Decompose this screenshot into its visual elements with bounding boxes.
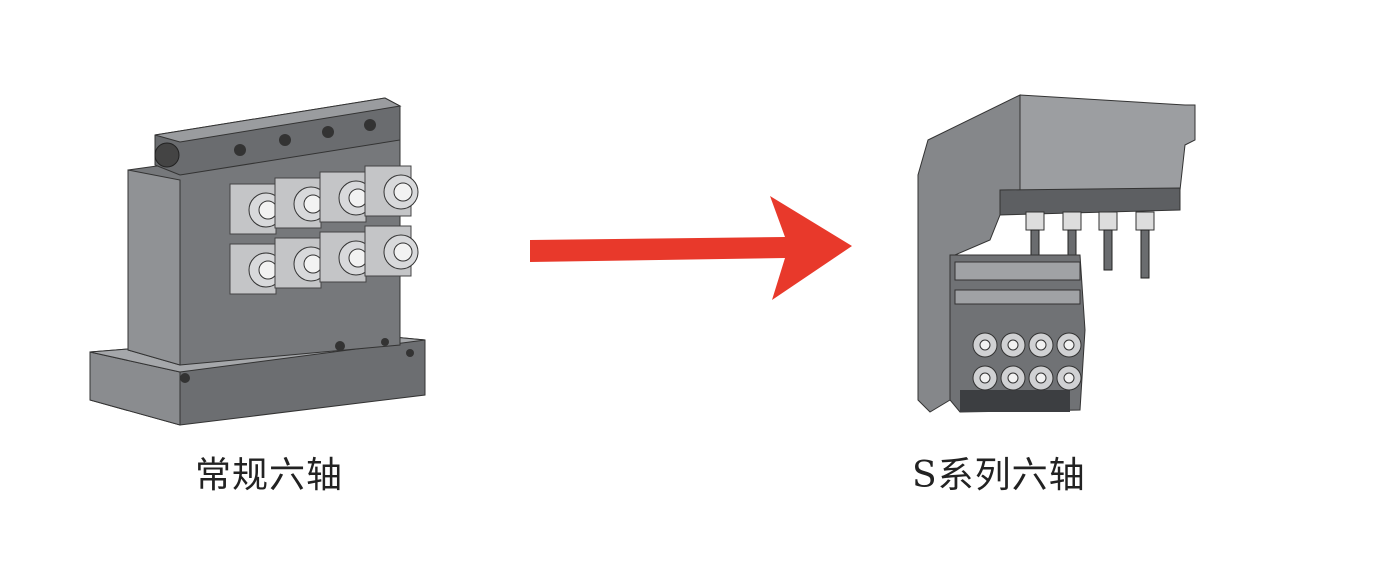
conventional-six-axis-illustration (89, 97, 426, 426)
arrow-right-icon (530, 196, 852, 300)
s-series-six-axis-illustration (917, 94, 1196, 413)
s-series-caption: S系列六轴 (912, 455, 1086, 496)
spindle-collar (1098, 211, 1118, 231)
spindle (1140, 229, 1150, 279)
spindle-collar (1135, 211, 1155, 231)
spindles (1025, 211, 1155, 279)
spindle (1103, 229, 1113, 271)
spindle-collar (1062, 211, 1082, 231)
spindle-collar (1025, 211, 1045, 231)
tool-holders (972, 332, 1082, 391)
conventional-caption: 常规六轴 (195, 455, 344, 496)
tool-holders (229, 165, 419, 295)
